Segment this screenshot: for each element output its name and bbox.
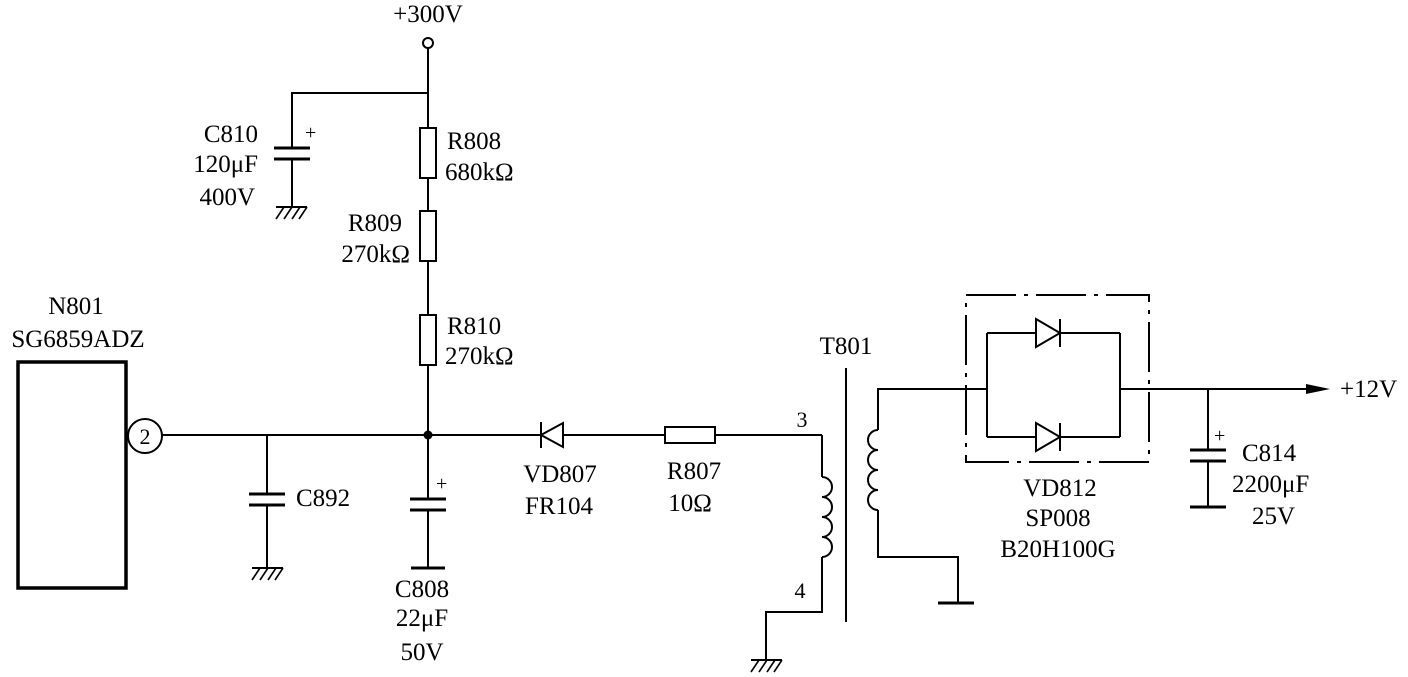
r809-ref: R809 — [348, 210, 402, 237]
ic-ref: N801 — [48, 293, 104, 320]
ground-symbol-c892 — [251, 567, 284, 581]
r810-value: 270kΩ — [445, 343, 514, 370]
primary-winding — [821, 476, 833, 558]
c808-value: 22μF — [396, 605, 448, 632]
t801-ref: T801 — [820, 333, 873, 360]
c814-polarity: + — [1214, 425, 1225, 447]
vd812-part2: B20H100G — [1000, 536, 1115, 563]
c808-polarity: + — [436, 473, 447, 495]
c810-ref: C810 — [204, 121, 258, 148]
resistor-r809: R809 270kΩ — [341, 210, 437, 268]
resistor-r807: R807 10Ω — [664, 426, 822, 517]
ground-symbol-primary — [750, 659, 783, 673]
vd812-ref: VD812 — [1023, 475, 1097, 502]
vd807-ref: VD807 — [523, 461, 597, 488]
r810-ref: R810 — [447, 313, 501, 340]
capacitor-c814: + C814 2200μF 25V — [1190, 389, 1309, 530]
c808-voltage: 50V — [400, 639, 443, 666]
r808-ref: R808 — [447, 128, 501, 155]
capacitor-c808: + C808 22μF 50V — [395, 435, 449, 666]
resistor-r808: R808 680kΩ — [419, 127, 514, 186]
ic-part: SG6859ADZ — [11, 326, 144, 353]
secondary-winding — [867, 429, 879, 511]
resistor-r810: R810 270kΩ — [419, 313, 514, 370]
vd812-part1: SP008 — [1025, 505, 1090, 532]
vd807-part: FR104 — [525, 493, 594, 520]
t801-pin-bottom: 4 — [795, 578, 806, 603]
ground-symbol-c810 — [275, 206, 308, 220]
c810-polarity: + — [305, 122, 316, 144]
c808-ref: C808 — [395, 576, 449, 603]
ic-pin-number: 2 — [140, 424, 151, 449]
diode-vd807: VD807 FR104 — [523, 421, 665, 520]
c814-ref: C814 — [1242, 440, 1297, 467]
c810-value: 120μF — [193, 151, 258, 178]
r809-value: 270kΩ — [341, 241, 410, 268]
t801-pin-top: 3 — [797, 407, 808, 432]
ic-n801: N801 SG6859ADZ 2 — [11, 293, 163, 590]
diode-package-vd812: VD812 SP008 B20H100G — [965, 294, 1150, 563]
supply-label: +300V — [393, 1, 463, 28]
c810-voltage: 400V — [199, 184, 255, 211]
r808-value: 680kΩ — [445, 159, 514, 186]
capacitor-c810: + C810 120μF 400V — [193, 92, 428, 211]
output-label: +12V — [1340, 376, 1397, 403]
r807-ref: R807 — [667, 458, 721, 485]
vd812-outline — [965, 294, 1150, 463]
c892-ref: C892 — [296, 485, 350, 512]
c814-voltage: 25V — [1252, 503, 1295, 530]
capacitor-c892: C892 — [249, 435, 350, 568]
output-arrow — [1306, 384, 1330, 394]
r807-value: 10Ω — [668, 490, 712, 517]
c814-value: 2200μF — [1232, 471, 1309, 498]
output-line: +12V — [1149, 376, 1397, 403]
transformer-t801: T801 3 4 — [765, 333, 974, 660]
supply-terminal: +300V — [393, 1, 463, 128]
